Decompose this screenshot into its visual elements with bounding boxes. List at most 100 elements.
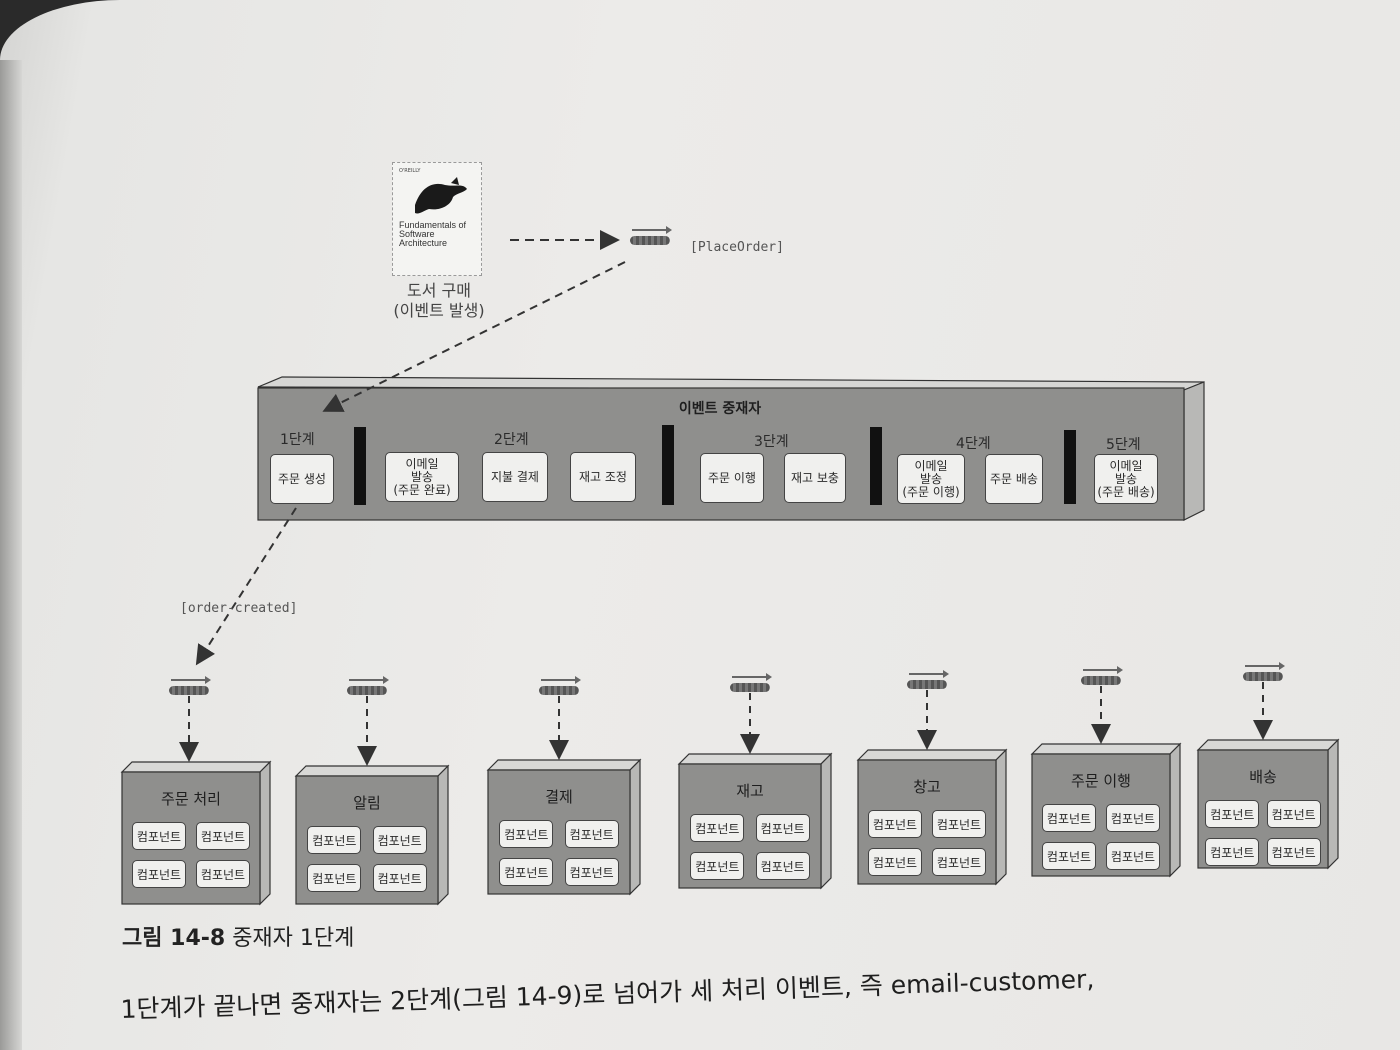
processor-title: 주문 이행 [1071, 772, 1131, 790]
component-box: 컴포넌트 [1266, 838, 1321, 866]
step-adjust-inventory: 재고 조정 [570, 452, 636, 502]
processor-top-face [1196, 739, 1340, 751]
component-box: 컴포넌트 [564, 820, 619, 848]
component-box: 컴포넌트 [196, 822, 250, 850]
component-box: 컴포넌트 [690, 852, 745, 880]
processor-title: 주문 처리 [161, 790, 221, 808]
processor-title: 알림 [353, 794, 381, 812]
processor-top-face [1030, 743, 1182, 755]
component-box: 컴포넌트 [132, 822, 186, 850]
stage-2-label: 2단계 [494, 432, 529, 448]
component-box: 컴포넌트 [499, 858, 554, 886]
step-order-stock: 재고 보충 [784, 453, 846, 503]
channel-arrow-icon [732, 673, 772, 681]
channel-arrow-icon [632, 226, 672, 234]
processor-title: 창고 [913, 778, 941, 796]
component-box: 컴포넌트 [1042, 842, 1096, 870]
channel-arrow-icon [171, 676, 211, 684]
processor-side-face [995, 748, 1007, 886]
stage-5-label: 5단계 [1106, 437, 1141, 453]
component-box: 컴포넌트 [499, 820, 554, 848]
component-box: 컴포넌트 [564, 858, 619, 886]
event-channel-icon [907, 680, 947, 689]
processor-side-face [1327, 738, 1339, 870]
mediator-side-face [1183, 381, 1205, 521]
component-box: 컴포넌트 [755, 852, 810, 880]
step-apply-payment: 지불 결제 [482, 452, 548, 502]
step-ship-order: 주문 배송 [985, 454, 1043, 504]
component-box: 컴포넌트 [372, 826, 427, 854]
processor-title: 배송 [1249, 768, 1277, 786]
component-box: 컴포넌트 [868, 810, 922, 838]
event-channel-icon [1243, 672, 1283, 681]
event-channel-icon [539, 686, 579, 695]
event-channel-icon [347, 686, 387, 695]
event-channel-icon [169, 686, 209, 695]
processor-top-face [120, 761, 272, 773]
order-created-event-label: [order-created] [180, 601, 298, 616]
book-cover-image: O'REILLY Fundamentals of Software Archit… [392, 162, 482, 276]
component-box: 컴포넌트 [372, 864, 427, 892]
processor-side-face [1169, 742, 1181, 878]
step-email-order-fulfilled: 이메일 발송 (주문 이행) [897, 454, 965, 504]
component-box: 컴포넌트 [307, 864, 362, 892]
component-box: 컴포넌트 [196, 860, 250, 888]
processor-top-face [677, 753, 833, 765]
processor-side-face [259, 760, 271, 906]
step-email-order-shipped: 이메일 발송 (주문 배송) [1094, 454, 1158, 504]
processor-title: 결제 [545, 788, 573, 806]
processor-top-face [856, 749, 1008, 761]
component-box: 컴포넌트 [690, 814, 745, 842]
component-box: 컴포넌트 [1205, 838, 1260, 866]
book-purchase-caption-line1: 도서 구매 [407, 281, 471, 300]
step-create-order: 주문 생성 [270, 454, 334, 504]
channel-arrow-icon [349, 676, 389, 684]
processor-side-face [629, 758, 641, 896]
processor-top-face [486, 759, 642, 771]
component-box: 컴포넌트 [307, 826, 362, 854]
processor-side-face [437, 764, 449, 906]
stage-1-label: 1단계 [280, 432, 315, 448]
channel-arrow-icon [1245, 662, 1285, 670]
stage-separator [870, 427, 882, 505]
stage-3-label: 3단계 [754, 434, 789, 450]
stage-separator [354, 427, 366, 505]
channel-arrow-icon [909, 670, 949, 678]
processor-side-face [820, 752, 832, 890]
stage-4-label: 4단계 [956, 436, 991, 452]
page-gutter-shadow [0, 60, 22, 1050]
component-box: 컴포넌트 [932, 810, 986, 838]
component-box: 컴포넌트 [868, 848, 922, 876]
stage-separator [662, 425, 674, 505]
place-order-event-label: [PlaceOrder] [690, 240, 784, 255]
component-box: 컴포넌트 [1205, 800, 1260, 828]
animal-illustration-icon [415, 177, 467, 214]
step-email-order-placed: 이메일 발송 (주문 완료) [385, 452, 459, 502]
figure-caption-text: 중재자 1단계 [225, 926, 355, 951]
book-purchase-caption-line2: (이벤트 발생) [393, 301, 485, 320]
component-box: 컴포넌트 [1106, 804, 1160, 832]
mediator-to-processor-arrow [195, 507, 297, 666]
component-box: 컴포넌트 [1266, 800, 1321, 828]
processor-top-face [294, 765, 450, 777]
book-title: Fundamentals of Software Architecture [399, 220, 467, 248]
processor-title: 재고 [736, 782, 764, 800]
component-box: 컴포넌트 [1106, 842, 1160, 870]
channel-arrow-icon [541, 676, 581, 684]
channel-arrow-icon [1083, 666, 1123, 674]
event-channel-icon [1081, 676, 1121, 685]
figure-number: 그림 14-8 [122, 926, 226, 951]
book-purchase-caption: 도서 구매 (이벤트 발생) [380, 281, 498, 321]
component-box: 컴포넌트 [132, 860, 186, 888]
figure-caption: 그림 14-8 중재자 1단계 [122, 920, 354, 952]
event-channel-icon [630, 236, 670, 245]
step-fulfill-order: 주문 이행 [700, 453, 764, 503]
mediator-title: 이벤트 중재자 [678, 401, 762, 417]
component-box: 컴포넌트 [755, 814, 810, 842]
component-box: 컴포넌트 [1042, 804, 1096, 832]
component-box: 컴포넌트 [932, 848, 986, 876]
book-publisher: O'REILLY [399, 168, 421, 174]
stage-separator [1064, 430, 1076, 504]
event-channel-icon [730, 683, 770, 692]
